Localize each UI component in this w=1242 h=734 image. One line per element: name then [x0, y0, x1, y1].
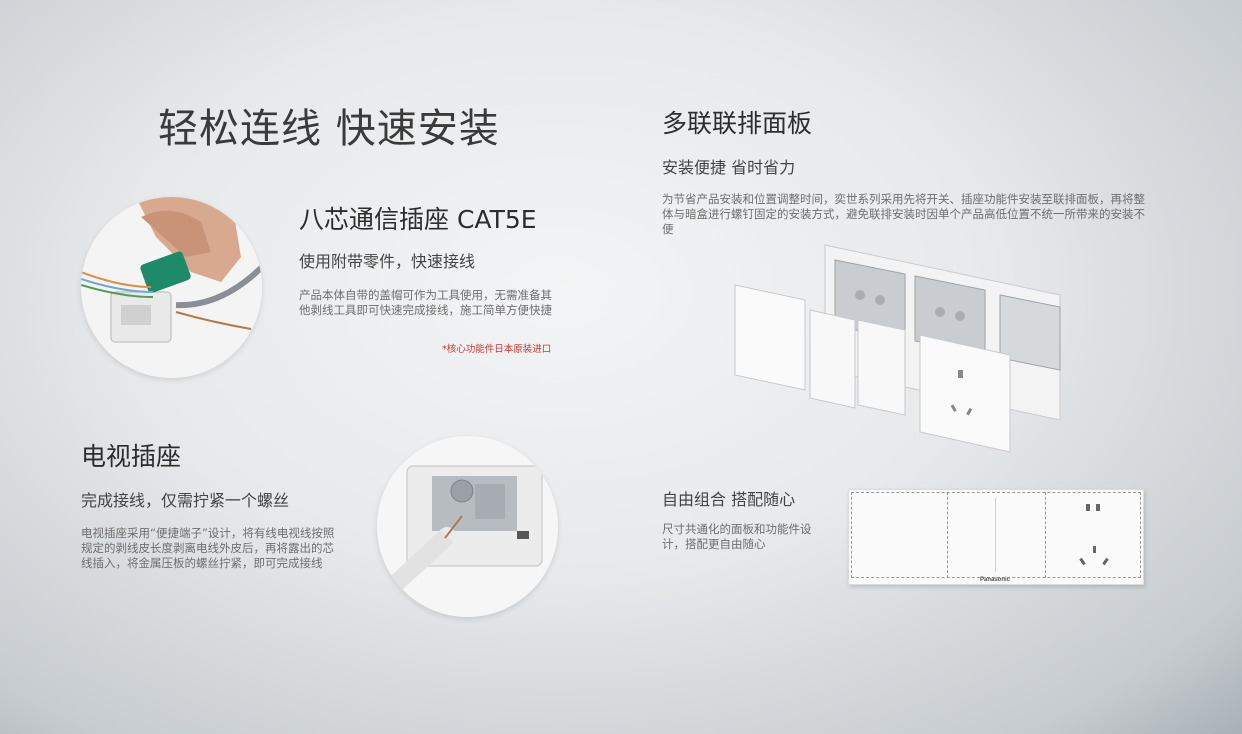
brand-logo: Panasonic — [980, 577, 1011, 583]
tv-socket-product-image — [377, 436, 558, 617]
panel-divider-mid — [995, 498, 996, 572]
socket-hole-icon — [1086, 504, 1090, 511]
free-combo-subtitle: 自由组合 搭配随心 — [662, 490, 796, 509]
tv-socket-subtitle: 完成接线，仅需拧紧一个螺丝 — [81, 491, 290, 510]
cat5e-subtitle: 使用附带零件，快速接线 — [299, 252, 476, 271]
multi-panel-description: 为节省产品安装和位置调整时间，奕世系列采用先将开关、插座功能件安装至联排面板，再… — [662, 192, 1145, 236]
cat5e-description: 产品本体自带的盖帽可作为工具使用，无需准备其他剥线工具即可快速完成接线，施工简单… — [299, 288, 552, 317]
socket-hole-icon — [1093, 546, 1096, 553]
free-combo-description: 尺寸共通化的面板和功能件设计，搭配更自由随心 — [662, 522, 812, 551]
cat5e-product-image — [81, 197, 262, 378]
multi-panel-title: 多联联排面板 — [662, 109, 813, 138]
combined-panel-illustration: Panasonic — [848, 489, 1144, 585]
tv-socket-description: 电视插座采用“便捷端子”设计，将有线电视线按照规定的剥线皮长度剥离电线外皮后，再… — [81, 526, 335, 570]
panel-divider-left — [947, 492, 948, 578]
cat5e-title: 八芯通信插座 CAT5E — [299, 205, 537, 234]
tv-socket-title: 电视插座 — [81, 442, 182, 471]
page-title: 轻松连线 快速安装 — [158, 106, 500, 152]
panel-divider-right — [1045, 492, 1046, 578]
exploded-panel-illustration — [730, 240, 1090, 455]
panel-dashed-border — [851, 492, 1141, 578]
multi-panel-subtitle: 安装便捷 省时省力 — [662, 158, 796, 177]
import-note: *核心功能件日本原装进口 — [442, 344, 552, 355]
socket-hole-icon — [1096, 504, 1100, 511]
